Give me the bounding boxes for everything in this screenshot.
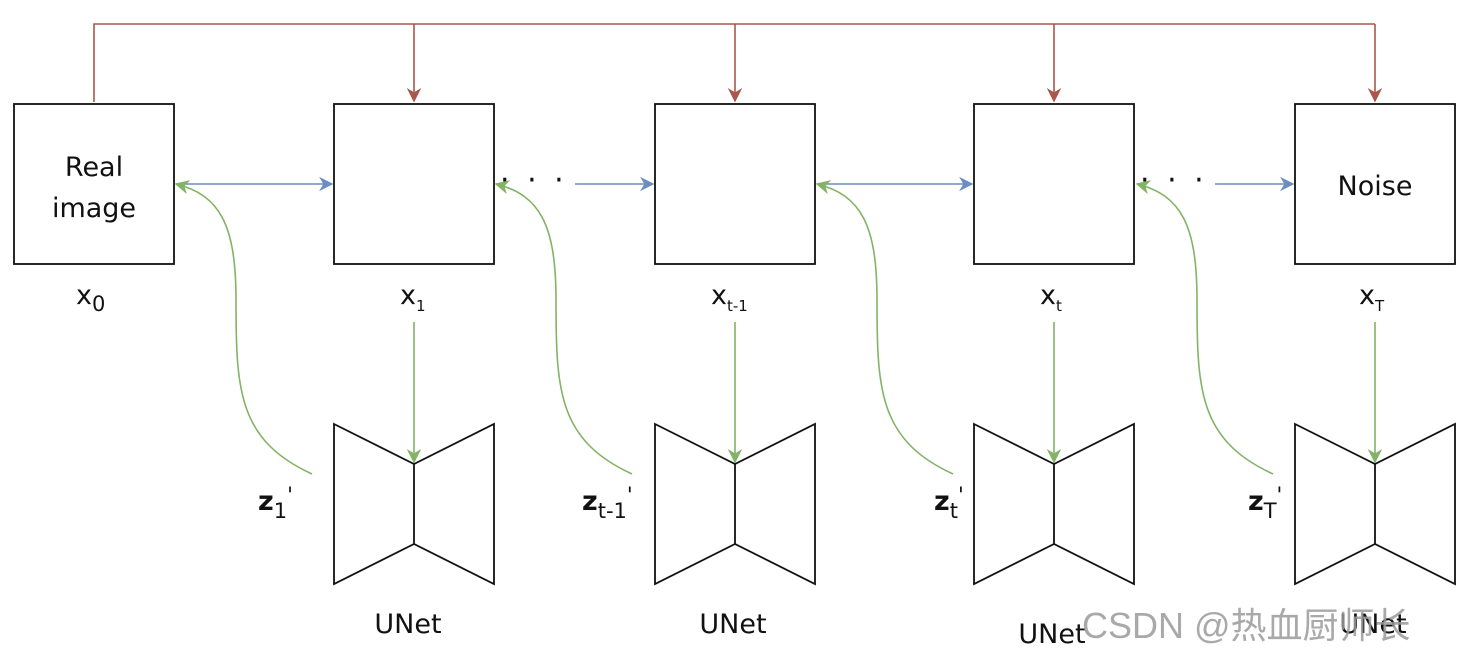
z-label-t: zt' [934, 483, 964, 523]
unet-4 [1294, 422, 1456, 586]
var-label-xt-1: xt-1 [711, 280, 748, 315]
svg-text:xt-1: xt-1 [711, 280, 748, 315]
unet-label-3: UNet [1018, 619, 1085, 650]
unet-shapes [333, 422, 1456, 586]
z-label-t-1: zt-1' [582, 483, 633, 523]
unet-label-1: UNet [374, 609, 441, 640]
unet-input-arrows [406, 322, 1383, 464]
unet-3 [973, 422, 1135, 586]
svg-text:x1: x1 [400, 280, 426, 315]
reverse-curves [174, 180, 1274, 475]
box-text-image: image [52, 193, 136, 224]
ellipsis-2: · · · [1140, 163, 1208, 198]
unet-1 [333, 422, 495, 586]
top-bus-line [93, 23, 1375, 102]
box-text-noise: Noise [1338, 171, 1413, 202]
top-bus [93, 23, 1383, 103]
var-label-xt: xt [1040, 280, 1062, 315]
ellipsis-1: · · · [500, 163, 568, 198]
reverse-curve-2 [494, 180, 633, 475]
reverse-curve-4 [1135, 180, 1274, 475]
var-label-xT: xT [1359, 280, 1385, 315]
var-label-x1: x1 [400, 280, 426, 315]
svg-text:xT: xT [1359, 280, 1385, 315]
svg-text:zt-1': zt-1' [582, 483, 633, 523]
box-x1 [333, 103, 495, 265]
state-boxes [13, 103, 1456, 265]
unet-2 [654, 422, 816, 586]
box-text-real: Real [65, 152, 123, 183]
svg-text:x0: x0 [76, 280, 105, 316]
z-label-T: zT' [1248, 483, 1282, 523]
z-label-1: z1' [258, 483, 293, 523]
watermark: CSDN @热血厨师长 [1082, 605, 1411, 646]
reverse-curve-1 [174, 180, 313, 475]
svg-text:xt: xt [1040, 280, 1062, 315]
svg-text:z1': z1' [258, 483, 293, 523]
box-x0 [13, 103, 175, 265]
var-label-x0: x0 [76, 280, 105, 316]
box-xT [1294, 103, 1456, 265]
box-xt-1 [654, 103, 816, 265]
reverse-curve-3 [815, 180, 954, 475]
unet-label-4: UNet [1339, 609, 1406, 640]
svg-text:zt': zt' [934, 483, 964, 523]
svg-text:zT': zT' [1248, 483, 1282, 523]
box-xt [973, 103, 1135, 265]
unet-label-2: UNet [699, 609, 766, 640]
